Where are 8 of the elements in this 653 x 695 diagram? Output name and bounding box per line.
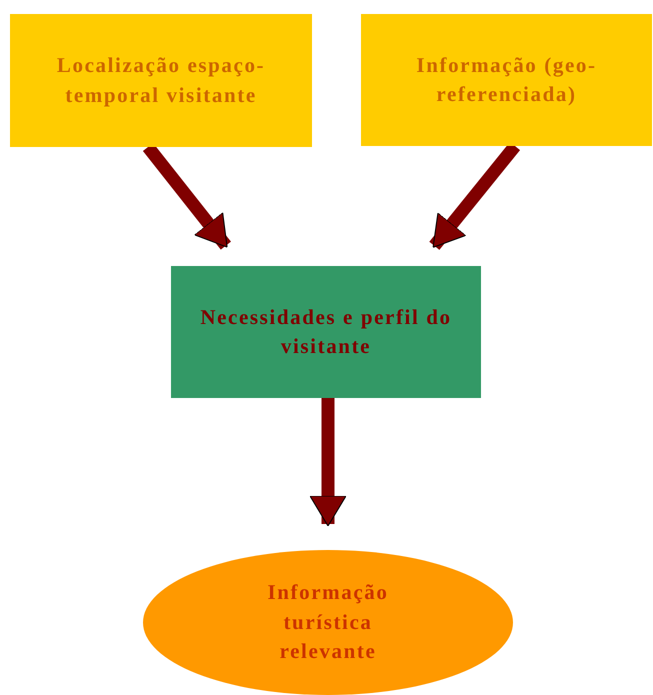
arrow xyxy=(310,398,346,526)
process-box xyxy=(361,14,652,146)
node-label: Localização espaço-temporal visitante xyxy=(56,52,266,108)
node-label: Necessidades e perfil do visitante xyxy=(199,304,453,360)
node-label: Informação turística relevante xyxy=(266,579,390,666)
process-box xyxy=(10,14,312,147)
node-label: Informação (geo-referenciada) xyxy=(415,52,598,108)
process-box xyxy=(171,266,481,398)
